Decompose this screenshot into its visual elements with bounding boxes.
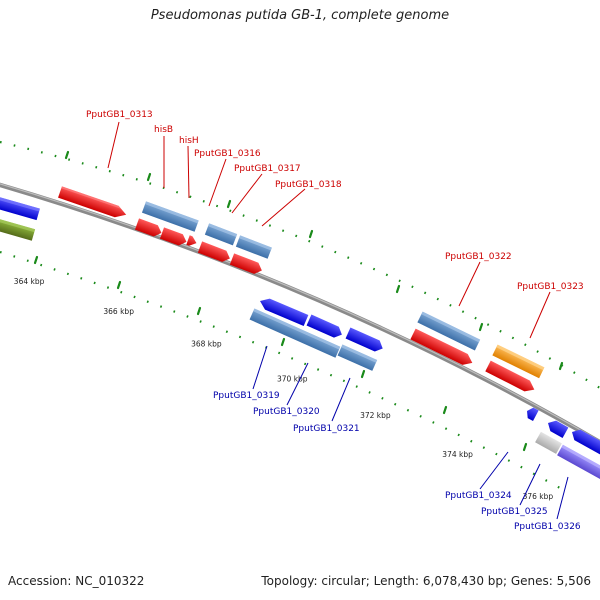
leader-top xyxy=(231,173,263,214)
tick-label: 376 kbp xyxy=(523,492,554,501)
gene-feature[interactable] xyxy=(557,444,600,480)
gene-feature[interactable] xyxy=(186,235,198,247)
leader-bottom xyxy=(331,377,351,422)
gene-feature[interactable] xyxy=(569,427,600,457)
tick-lower xyxy=(116,280,122,290)
gene-feature[interactable] xyxy=(229,253,264,276)
gene-feature[interactable] xyxy=(204,223,238,246)
genome-backbone xyxy=(0,182,600,445)
gene-label[interactable]: PputGB1_0322 xyxy=(445,252,512,262)
tick-upper xyxy=(558,361,564,371)
genes xyxy=(0,186,600,480)
gene-label[interactable]: PputGB1_0318 xyxy=(275,180,342,190)
gene-label[interactable]: hisB xyxy=(154,125,173,135)
gene-feature[interactable] xyxy=(492,344,545,379)
accession-text: Accession: NC_010322 xyxy=(8,574,145,588)
gene-label[interactable]: PputGB1_0319 xyxy=(213,391,280,401)
tick-label: 374 kbp xyxy=(442,450,473,459)
leader-bottom xyxy=(479,451,509,490)
gene-labels-top: PputGB1_0313 hisB hisH PputGB1_0316 Pput… xyxy=(86,110,584,292)
gene-feature[interactable] xyxy=(306,314,345,341)
gene-feature[interactable] xyxy=(258,295,309,327)
leader-bottom xyxy=(519,463,541,506)
tick-label: 364 kbp xyxy=(14,277,45,286)
dotted-guide-arcs xyxy=(0,140,600,489)
tick-label: 370 kbp xyxy=(277,374,308,383)
leader-top xyxy=(208,158,227,207)
gene-feature[interactable] xyxy=(159,227,189,247)
gene-label[interactable]: PputGB1_0326 xyxy=(514,522,581,532)
tick-upper xyxy=(146,172,152,182)
gene-feature[interactable] xyxy=(485,360,537,395)
tick-lower xyxy=(280,337,286,347)
gene-feature[interactable] xyxy=(235,235,272,259)
tick-upper xyxy=(226,199,232,209)
gene-label[interactable]: PputGB1_0320 xyxy=(253,407,320,417)
tick-upper xyxy=(64,150,70,160)
tick-label: 372 kbp xyxy=(360,411,391,420)
leader-top xyxy=(261,188,306,227)
gene-label[interactable]: PputGB1_0317 xyxy=(234,164,301,174)
gene-feature[interactable] xyxy=(545,418,569,438)
gene-feature[interactable] xyxy=(197,241,232,264)
tick-upper xyxy=(308,229,314,239)
gene-label[interactable]: PputGB1_0316 xyxy=(194,149,261,159)
leader-top xyxy=(529,291,551,339)
label-leader-lines xyxy=(107,121,569,520)
gene-label[interactable]: PputGB1_0321 xyxy=(293,424,360,434)
tick-lower xyxy=(360,369,366,379)
tick-lower xyxy=(196,306,202,316)
gene-feature[interactable] xyxy=(58,186,128,220)
genome-backbone-highlight xyxy=(0,183,600,442)
gene-feature[interactable] xyxy=(535,431,562,454)
tick-lower xyxy=(33,255,39,265)
tick-labels: 364 kbp 366 kbp 368 kbp 370 kbp 372 kbp 374 k… xyxy=(14,277,554,501)
leader-bottom xyxy=(556,476,569,520)
tick-label: 366 kbp xyxy=(103,307,134,316)
gene-label[interactable]: PputGB1_0313 xyxy=(86,110,153,120)
gene-feature[interactable] xyxy=(410,328,475,369)
tick-lower xyxy=(522,442,528,452)
gene-label[interactable]: PputGB1_0325 xyxy=(481,507,548,517)
gene-feature[interactable] xyxy=(0,196,40,221)
gene-feature[interactable] xyxy=(249,308,341,358)
upper-guide-arc xyxy=(0,140,600,389)
tick-label: 368 kbp xyxy=(191,340,222,349)
gene-labels-bottom: PputGB1_0319 PputGB1_0320 PputGB1_0321 P… xyxy=(213,391,581,532)
tick-upper xyxy=(478,322,484,332)
gene-label[interactable]: PputGB1_0324 xyxy=(445,491,512,501)
lower-guide-arc xyxy=(0,250,561,489)
gene-feature[interactable] xyxy=(141,201,199,232)
gene-feature[interactable] xyxy=(0,218,36,241)
tick-lower xyxy=(442,405,448,415)
tick-upper xyxy=(395,284,401,294)
gene-feature[interactable] xyxy=(524,406,539,421)
leader-bottom xyxy=(252,345,268,390)
gene-feature[interactable] xyxy=(417,311,481,351)
gene-label[interactable]: hisH xyxy=(179,136,199,146)
gene-feature[interactable] xyxy=(345,327,386,354)
gene-label[interactable]: PputGB1_0323 xyxy=(517,282,584,292)
map-title: Pseudomonas putida GB-1, complete genome xyxy=(150,8,450,23)
gene-feature[interactable] xyxy=(134,218,164,238)
leader-top xyxy=(458,261,481,307)
major-tick-marks xyxy=(33,150,564,452)
gene-feature[interactable] xyxy=(337,344,378,371)
leader-top xyxy=(107,121,120,169)
genome-summary-text: Topology: circular; Length: 6,078,430 bp… xyxy=(261,574,591,588)
leader-top xyxy=(187,145,190,199)
leader-bottom xyxy=(286,362,309,406)
